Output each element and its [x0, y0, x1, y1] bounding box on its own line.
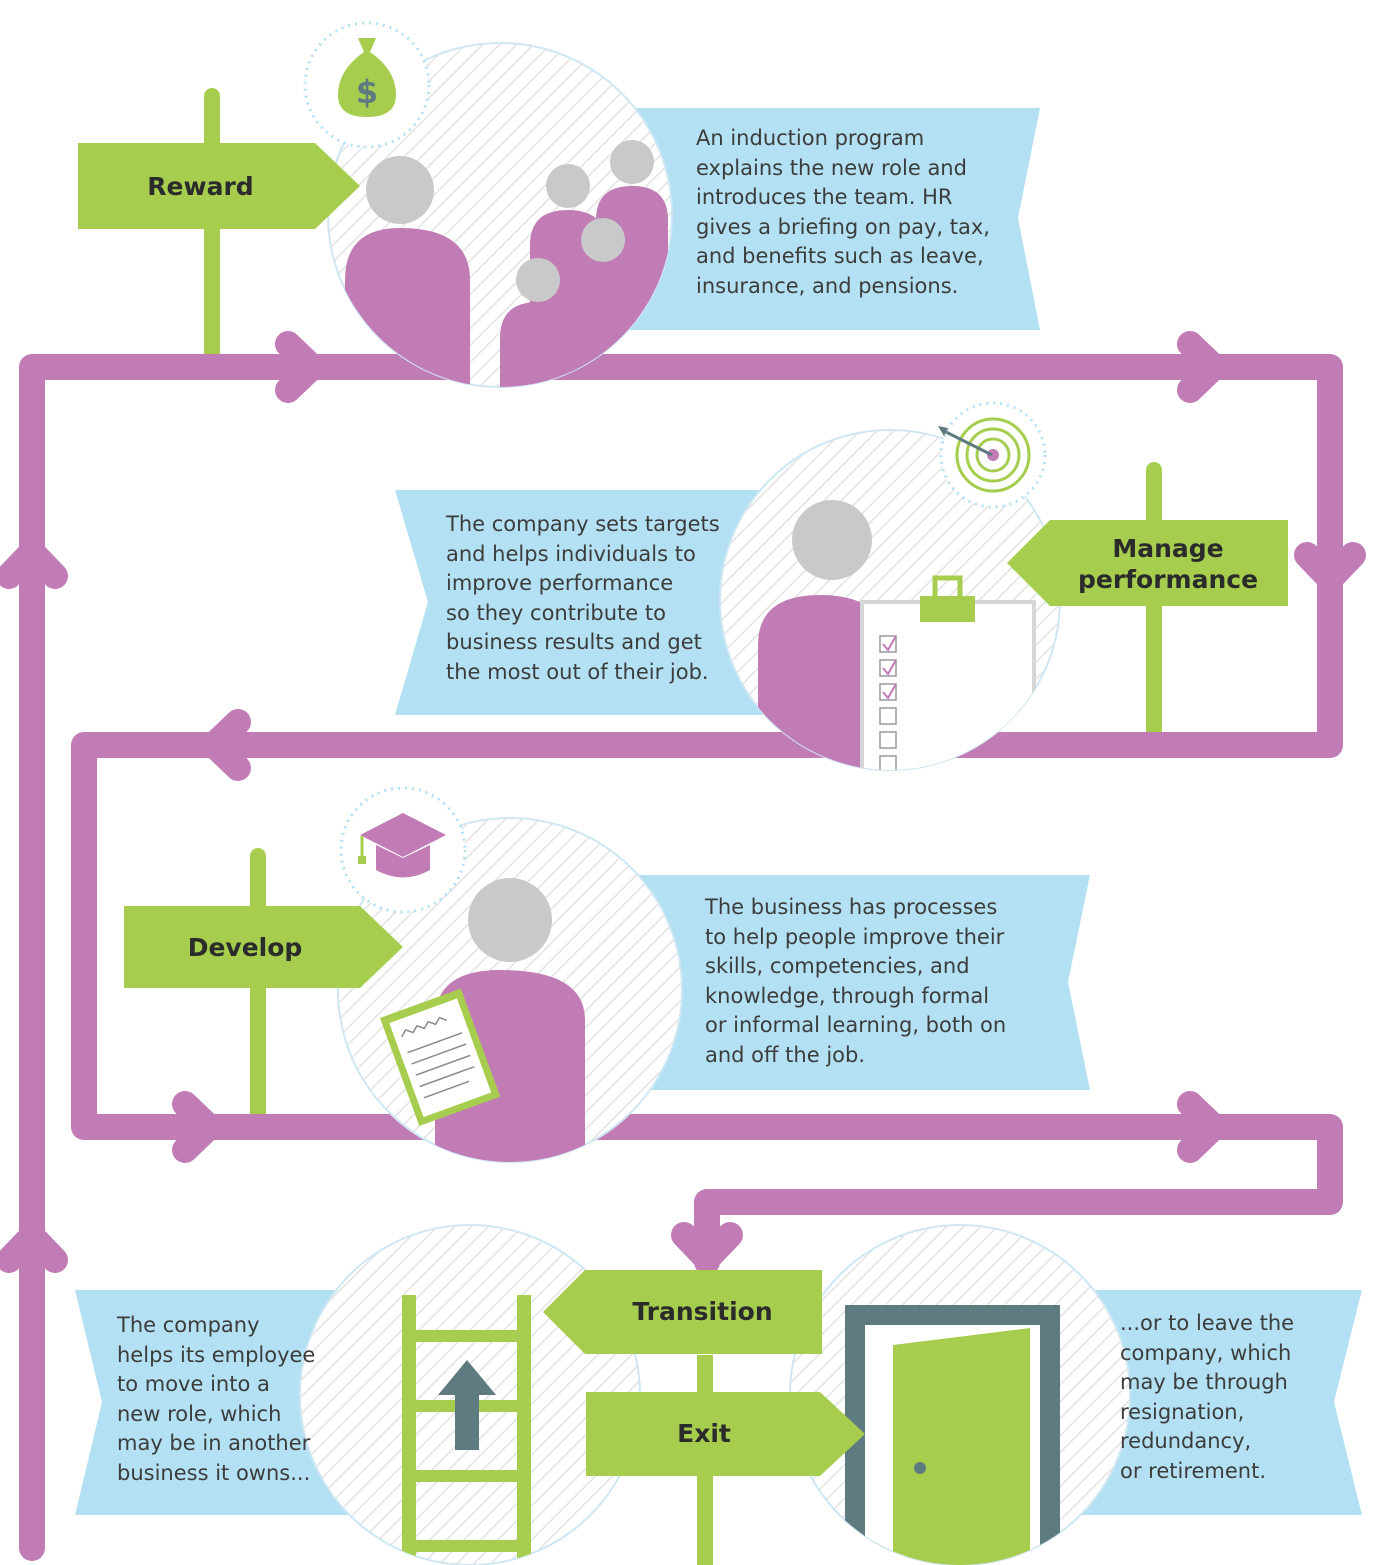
develop-ribbon [610, 875, 1090, 1090]
arrow-up-icon [0, 1223, 68, 1273]
develop-sign [124, 906, 403, 988]
manage-performance-label: Manage performance [1077, 534, 1259, 594]
checklist [879, 635, 897, 770]
exit-label: Exit [677, 1419, 731, 1448]
reward-description: An induction program explains the new ro… [696, 126, 990, 298]
manage-performance-description: The company sets targets and helps indiv… [446, 512, 720, 684]
reward-ribbon [600, 108, 1040, 330]
money-bag-symbol: $ [356, 73, 378, 111]
ladder-icon [402, 1295, 531, 1565]
clipboard-icon [380, 988, 501, 1127]
reward-label: Reward [147, 172, 254, 201]
develop-post [250, 848, 266, 1130]
door-icon [845, 1305, 1060, 1565]
exit-sign [586, 1392, 865, 1476]
exit-illustration [789, 1224, 1131, 1565]
graduation-cap-icon [339, 786, 467, 914]
performance-illustration [719, 429, 1061, 771]
arrow-right-icon [1177, 1091, 1227, 1163]
arrow-right-icon [172, 1091, 222, 1163]
arrow-up-icon [438, 1360, 496, 1450]
arrow-right-icon [275, 331, 325, 403]
arrow-down-icon [671, 1222, 743, 1272]
reward-sign [78, 143, 360, 229]
cycle-path [19, 354, 1343, 1561]
exit-description: ...or to leave the company, which may be… [1120, 1311, 1295, 1483]
arrow-left-icon [201, 709, 251, 781]
arrow-right-icon [1177, 331, 1227, 403]
path-arrows [0, 331, 1366, 1273]
money-bag-icon: $ [303, 21, 431, 149]
reward-post [204, 88, 220, 378]
target-icon [938, 401, 1047, 509]
arrow-down-icon [1294, 542, 1366, 592]
transition-sign [543, 1270, 822, 1354]
arrow-up-icon [0, 539, 68, 589]
manage-performance-sign [1007, 520, 1288, 606]
develop-label: Develop [187, 933, 303, 962]
transition-label: Transition [632, 1297, 773, 1326]
develop-description: The business has processes to help peopl… [705, 895, 1007, 1067]
transition-description: The company helps its employee to move i… [117, 1313, 316, 1485]
checkmark-icon [882, 635, 897, 700]
